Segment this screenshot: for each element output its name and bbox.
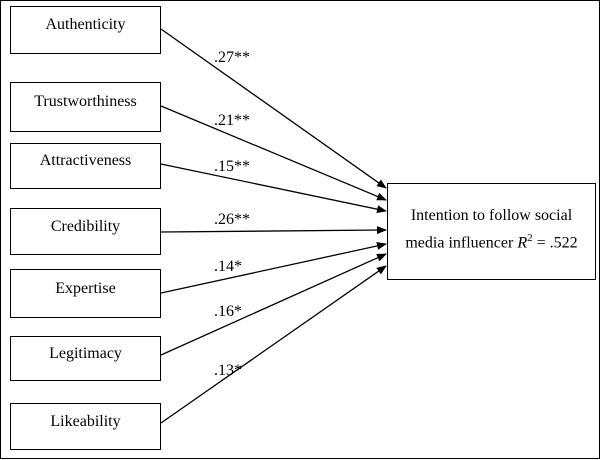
- arrow-expertise: [160, 242, 387, 294]
- r-squared-symbol: R: [517, 234, 528, 252]
- arrow-attractiveness: [160, 163, 387, 214]
- predictor-label: Likeability: [50, 412, 121, 430]
- predictor-label: Authenticity: [45, 16, 126, 33]
- predictor-box-likeability: Likeability: [10, 403, 161, 450]
- predictor-label: Attractiveness: [39, 152, 132, 169]
- arrow-legitimacy: [160, 253, 387, 356]
- predictor-label: Legitimacy: [49, 344, 122, 362]
- arrow-trustworthiness: [160, 105, 387, 201]
- outcome-box: Intention to follow social media influen…: [387, 183, 596, 280]
- predictor-label: Credibility: [50, 217, 121, 235]
- arrow-likeability: [160, 265, 387, 424]
- coefficient-attractiveness: .15**: [214, 158, 250, 175]
- outcome-line-1: Intention to follow social: [410, 206, 573, 224]
- r-squared-superscript: 2: [527, 231, 533, 244]
- arrow-authenticity: [160, 28, 387, 189]
- coefficient-trustworthiness: .21**: [214, 112, 250, 129]
- predictor-box-trustworthiness: Trustworthiness: [10, 82, 161, 132]
- predictor-box-attractiveness: Attractiveness: [10, 143, 161, 189]
- coefficient-authenticity: .27**: [214, 49, 250, 66]
- predictor-box-expertise: Expertise: [10, 269, 161, 318]
- coefficient-expertise: .14*: [214, 258, 242, 275]
- outcome-line-2-prefix: media influencer: [405, 234, 518, 252]
- predictor-label: Trustworthiness: [34, 93, 137, 110]
- predictor-label: Expertise: [55, 279, 116, 297]
- coefficient-likeability: .13*: [214, 362, 242, 379]
- predictor-box-credibility: Credibility: [10, 208, 161, 255]
- predictor-box-legitimacy: Legitimacy: [10, 336, 161, 381]
- coefficient-legitimacy: .16*: [214, 303, 242, 320]
- outcome-label: Intention to follow social media influen…: [405, 205, 577, 254]
- predictor-box-authenticity: Authenticity: [10, 6, 161, 54]
- r-squared-value: = .522: [532, 234, 578, 252]
- coefficient-credibility: .26**: [214, 211, 250, 228]
- arrow-credibility: [160, 226, 387, 235]
